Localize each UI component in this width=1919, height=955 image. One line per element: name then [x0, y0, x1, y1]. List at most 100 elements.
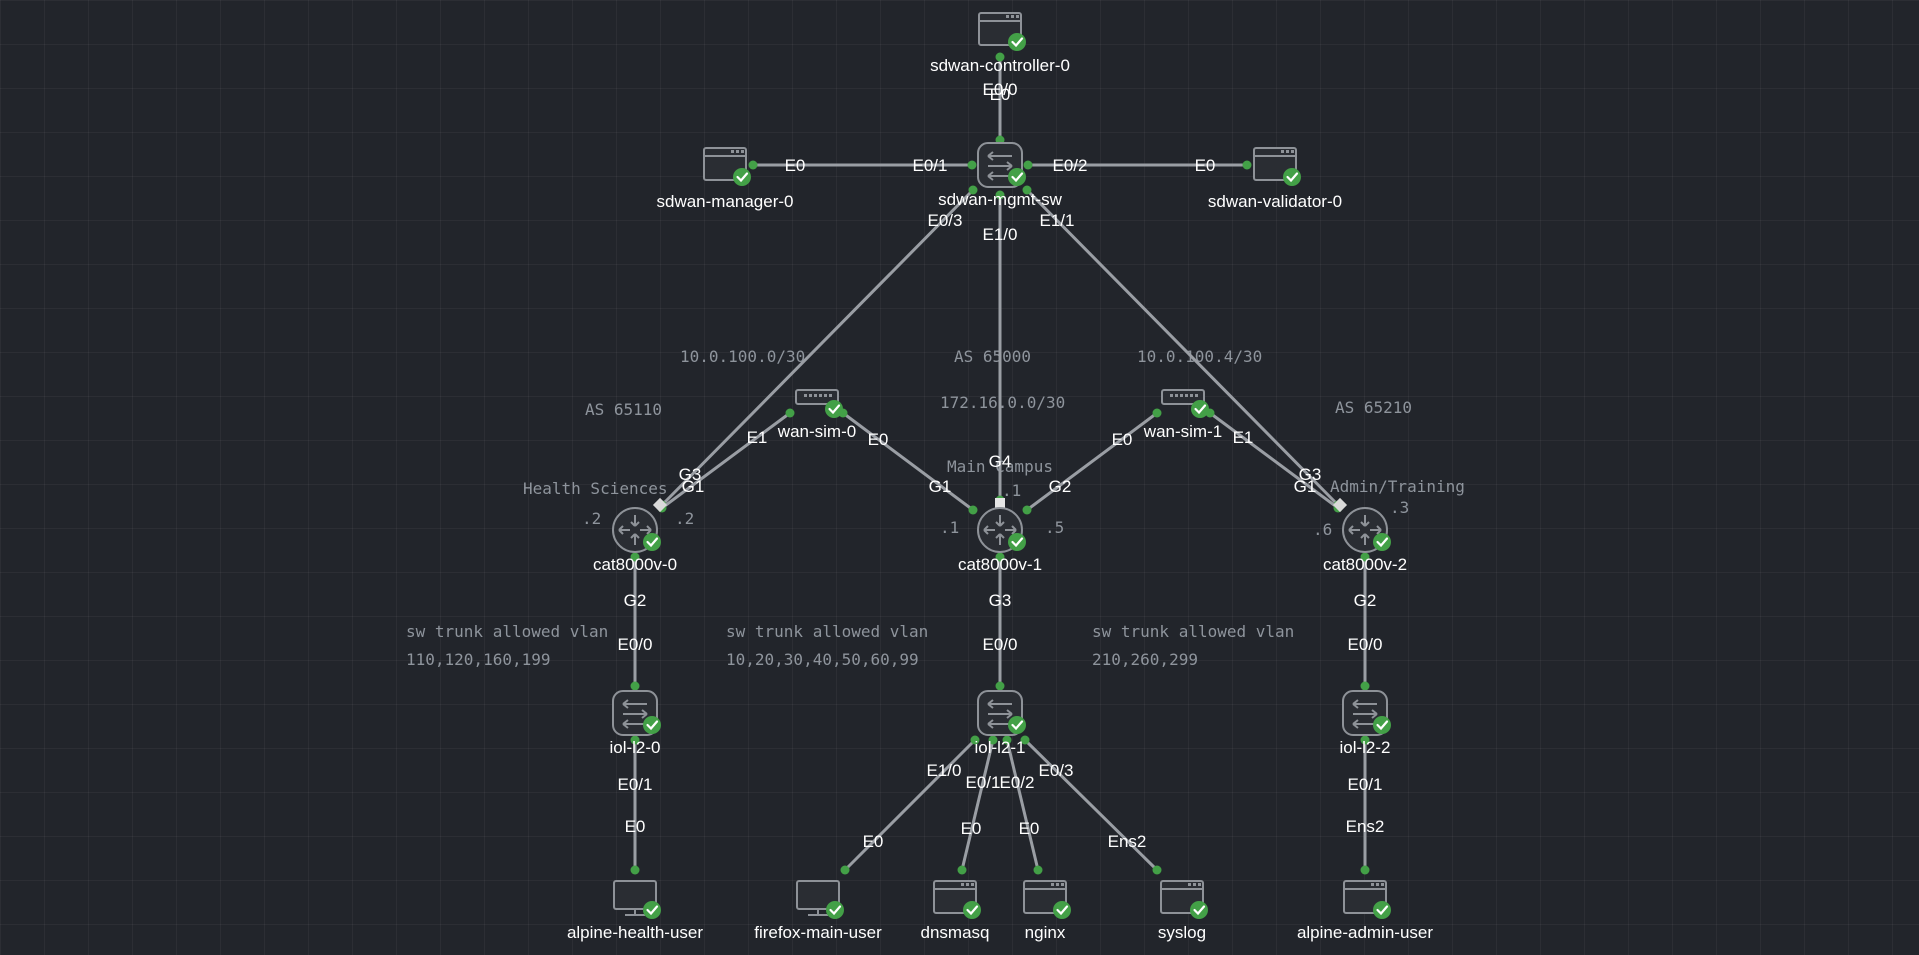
node-wan-sim-1[interactable]: wan-sim-1 [1143, 389, 1222, 441]
annotation-vlan-m1: sw trunk allowed vlan [726, 622, 928, 641]
interface-label: G1 [682, 477, 705, 496]
interface-label: E0 [868, 430, 889, 449]
annotation-vlan-h1: sw trunk allowed vlan [406, 622, 608, 641]
interface-label: E0 [1195, 156, 1216, 175]
interface-label: G2 [1049, 477, 1072, 496]
link-wan-sim-0-cat8000v-1[interactable] [842, 411, 974, 512]
link-endpoint-dot [1002, 735, 1012, 745]
node-alpine-admin-user[interactable]: alpine-admin-user [1297, 880, 1433, 942]
link-endpoint-dot [1360, 681, 1370, 691]
status-ok-icon [1008, 533, 1026, 551]
desktop-icon [796, 880, 840, 916]
node-sdwan-manager-0[interactable]: sdwan-manager-0 [656, 147, 794, 211]
link-endpoint-dot [630, 865, 640, 875]
link-endpoint-dot [1020, 735, 1030, 745]
interface-label: E0 [961, 819, 982, 838]
node-label: nginx [1025, 923, 1066, 942]
annotation-as-admin: AS 65210 [1335, 398, 1412, 417]
link-endpoint-dot [1360, 865, 1370, 875]
interface-label: G4 [989, 452, 1012, 471]
interface-label: E0/3 [1039, 761, 1074, 780]
annotation-subnet-core: 172.16.0.0/30 [940, 393, 1065, 412]
link-endpoint-dot [1033, 865, 1043, 875]
node-wan-sim-0[interactable]: wan-sim-0 [777, 389, 856, 441]
node-label: sdwan-manager-0 [656, 192, 793, 211]
link-endpoint-dot [957, 865, 967, 875]
interface-label: E0/1 [913, 156, 948, 175]
link-endpoint-dot [1022, 505, 1032, 515]
link-sdwan-mgmt-sw-cat8000v-2[interactable] [1025, 188, 1340, 507]
interface-label: G2 [1354, 591, 1377, 610]
link-iol-l2-1-firefox-main-user[interactable] [843, 738, 977, 872]
node-label: syslog [1158, 923, 1206, 942]
interface-label: E0 [785, 156, 806, 175]
status-ok-icon [825, 400, 843, 418]
node-label: sdwan-controller-0 [930, 56, 1070, 75]
annotation-subnet-1: 10.0.100.4/30 [1137, 347, 1262, 366]
interface-label: E0/1 [1348, 775, 1383, 794]
link-endpoint-dot [995, 552, 1005, 562]
wan-icon [1161, 389, 1205, 405]
link-wan-sim-1-cat8000v-1[interactable] [1026, 411, 1158, 512]
annotation-vlan-h2: 110,120,160,199 [406, 650, 551, 669]
node-iol-l2-1[interactable]: iol-l2-1 [974, 690, 1026, 757]
node-nginx[interactable]: nginx [1023, 880, 1071, 942]
status-ok-icon [1008, 716, 1026, 734]
link-endpoint-dot [1022, 185, 1032, 195]
interface-label: E0/2 [1000, 773, 1035, 792]
annotation-vlan-a1: sw trunk allowed vlan [1092, 622, 1294, 641]
link-endpoint-dot [988, 735, 998, 745]
interface-label: E1/1 [1040, 211, 1075, 230]
interface-label: E0 [990, 85, 1011, 104]
node-cat8000v-1[interactable]: cat8000v-1 [958, 507, 1042, 574]
link-endpoint-dot [630, 735, 640, 745]
annotation-as-health: AS 65110 [585, 400, 662, 419]
link-iol-l2-1-syslog[interactable] [1023, 738, 1159, 872]
node-syslog[interactable]: syslog [1158, 880, 1208, 942]
node-label: sdwan-validator-0 [1208, 192, 1342, 211]
node-label: wan-sim-1 [1143, 422, 1222, 441]
status-ok-icon [643, 901, 661, 919]
interface-label: E0/0 [983, 80, 1018, 99]
node-cat8000v-0[interactable]: cat8000v-0 [593, 507, 677, 574]
status-ok-icon [1008, 33, 1026, 51]
status-ok-icon [1283, 168, 1301, 186]
status-ok-icon [1053, 901, 1071, 919]
interface-label: E0/1 [618, 775, 653, 794]
node-iol-l2-2[interactable]: iol-l2-2 [1339, 690, 1391, 757]
interface-label: G1 [1294, 477, 1317, 496]
link-endpoint-dot [1152, 408, 1162, 418]
annotation-ip-m1: .1 [940, 518, 959, 537]
node-sdwan-controller-0[interactable]: sdwan-controller-0 [930, 12, 1070, 75]
node-alpine-health-user[interactable]: alpine-health-user [567, 880, 703, 942]
switch-icon [612, 690, 658, 736]
node-cat8000v-2[interactable]: cat8000v-2 [1323, 507, 1407, 574]
link-endpoint-dot [1023, 160, 1033, 170]
link-iol-l2-1-nginx[interactable] [1005, 739, 1040, 871]
node-iol-l2-0[interactable]: iol-l2-0 [609, 690, 661, 757]
status-ok-icon [643, 533, 661, 551]
node-sdwan-mgmt-sw[interactable]: sdwan-mgmt-sw [938, 142, 1063, 209]
node-sdwan-validator-0[interactable]: sdwan-validator-0 [1208, 147, 1342, 211]
link-iol-l2-1-dnsmasq[interactable] [960, 739, 995, 871]
link-wan-sim-0-cat8000v-0[interactable] [661, 411, 791, 510]
desktop-icon [613, 880, 657, 916]
interface-label: G1 [929, 477, 952, 496]
interface-label: E0 [1112, 430, 1133, 449]
interface-label: E1 [747, 428, 768, 447]
link-endpoint-dot [995, 681, 1005, 691]
annotation-ip-h2: .2 [675, 509, 694, 528]
link-endpoint-dot [968, 185, 978, 195]
link-sdwan-mgmt-sw-cat8000v-0[interactable] [660, 188, 975, 507]
node-label: alpine-admin-user [1297, 923, 1433, 942]
link-wan-sim-1-cat8000v-2[interactable] [1209, 411, 1339, 510]
status-ok-icon [826, 901, 844, 919]
node-dnsmasq[interactable]: dnsmasq [921, 880, 990, 942]
node-firefox-main-user[interactable]: firefox-main-user [754, 880, 882, 942]
status-ok-icon [1373, 716, 1391, 734]
interface-label: G3 [989, 591, 1012, 610]
status-ok-icon [733, 168, 751, 186]
interface-label: E0 [1019, 819, 1040, 838]
